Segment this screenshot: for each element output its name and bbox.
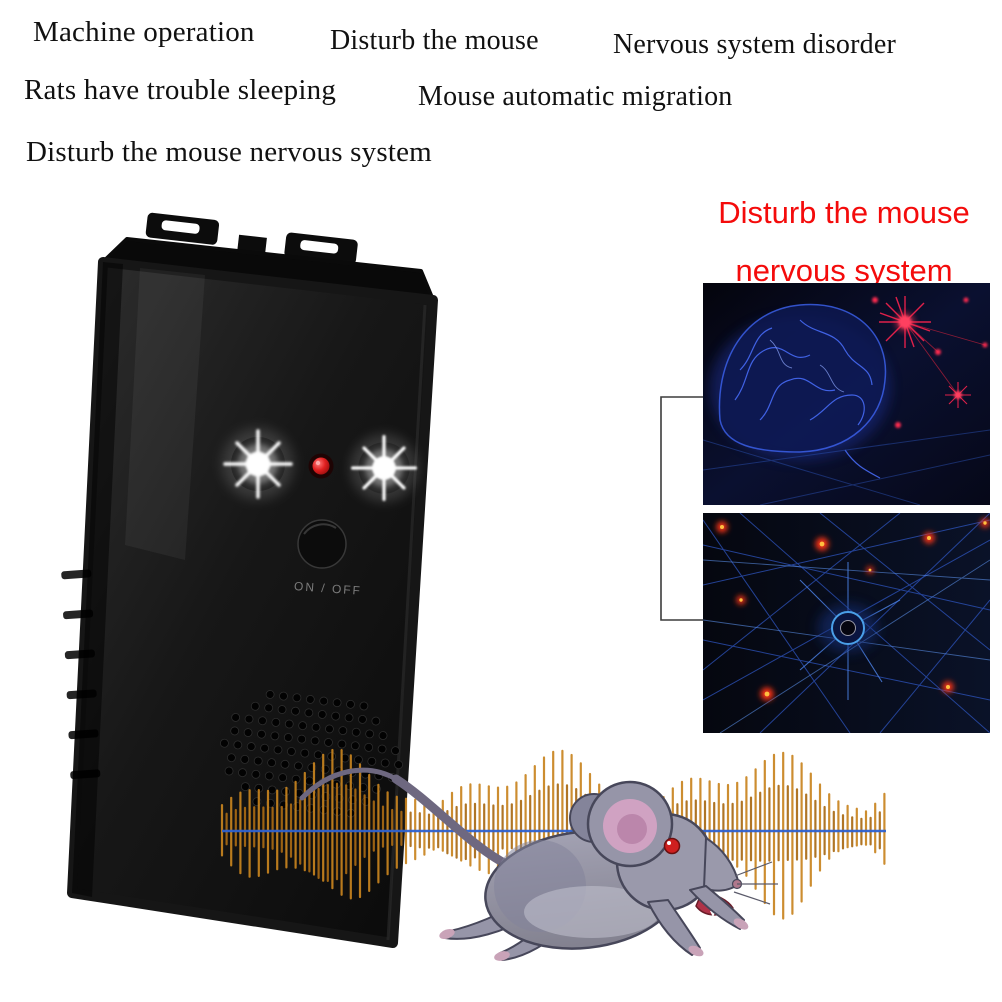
label-disturb-the-mouse: Disturb the mouse <box>330 25 539 56</box>
label-disturb-the-mouse-nervous-system: Disturb the mouse nervous system <box>26 136 432 168</box>
cartoon-mouse <box>299 767 778 961</box>
label-rats-have-trouble-sleeping: Rats have trouble sleeping <box>24 74 337 106</box>
label-machine-operation: Machine operation <box>33 16 255 48</box>
glowing-synapses <box>716 518 990 701</box>
neuron-cell-body <box>818 604 878 652</box>
led-light-right <box>350 434 418 502</box>
mouse-ear <box>586 780 674 868</box>
red-callout-line1: Disturb the mouse <box>718 195 970 230</box>
mouse-tail <box>299 767 515 871</box>
label-nervous-system-disorder: Nervous system disorder <box>613 29 897 60</box>
connector-bracket <box>660 396 703 621</box>
on-off-label: ON / OFF <box>294 579 363 598</box>
red-indicator-led <box>308 453 334 479</box>
brain-photo <box>703 283 990 505</box>
neuron-photo <box>703 513 990 733</box>
led-light-left <box>222 428 294 500</box>
red-callout-line2: nervous system <box>735 253 953 288</box>
red-callout: Disturb the mouse nervous system <box>690 184 998 300</box>
label-mouse-automatic-migration: Mouse automatic migration <box>418 81 733 112</box>
side-grip-ridges <box>61 569 101 780</box>
neuron-spark <box>872 296 988 428</box>
mouse-whiskers <box>733 861 778 905</box>
mouse-eye <box>663 837 681 855</box>
power-button <box>297 519 347 569</box>
